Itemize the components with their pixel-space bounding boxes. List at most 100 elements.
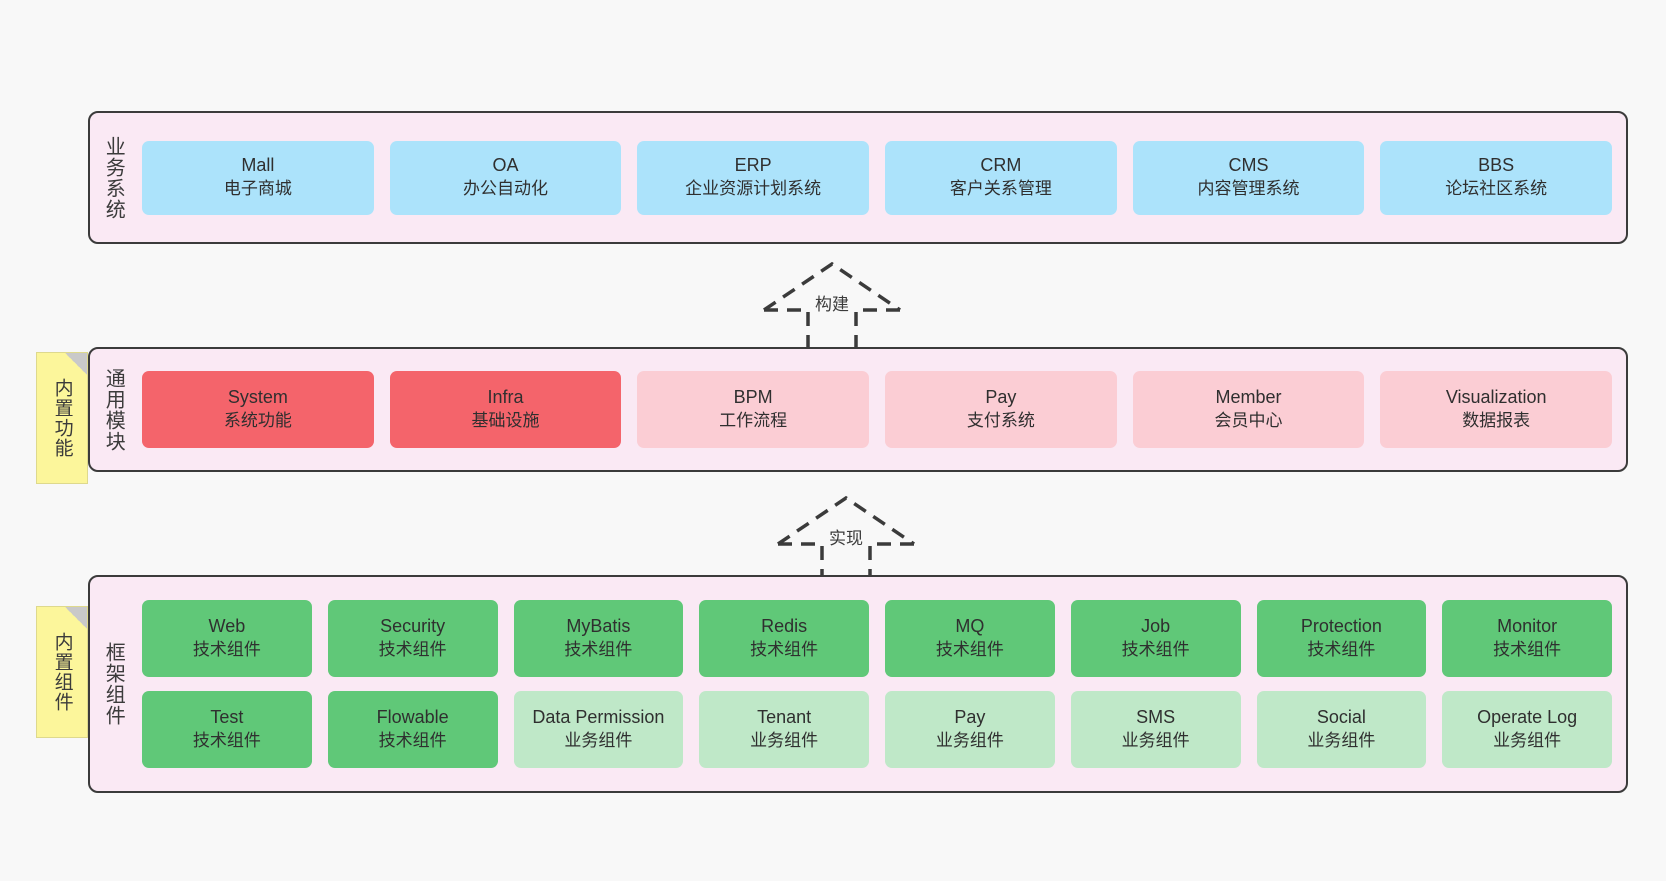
card-operate-log[interactable]: Operate Log 业务组件 (1442, 691, 1612, 768)
card-sms-subtitle: 业务组件 (1121, 731, 1190, 751)
card-mybatis-subtitle: 技术组件 (564, 640, 633, 660)
card-protection-title: Protection (1300, 616, 1382, 637)
card-oa[interactable]: OA 办公自动化 (389, 140, 622, 215)
card-social-title: Social (1316, 707, 1366, 728)
connector-implement: 实现 (766, 492, 926, 586)
card-sms-title: SMS (1136, 707, 1176, 728)
card-data-permission[interactable]: Data Permission 业务组件 (513, 691, 684, 768)
card-bbs-subtitle: 论坛社区系统 (1445, 179, 1548, 199)
common-module-row: System 系统功能 Infra 基础设施 BPM 工作流程 Pay 支付系统… (142, 371, 1613, 448)
card-security-subtitle: 技术组件 (378, 640, 447, 660)
connector-build: 构建 (752, 258, 912, 352)
note-builtin-features: 内置功能 (36, 352, 88, 484)
card-security[interactable]: Security 技术组件 (327, 600, 498, 677)
card-oa-title: OA (492, 155, 519, 176)
card-pay[interactable]: Pay 支付系统 (885, 371, 1117, 448)
card-tenant-subtitle: 业务组件 (750, 731, 819, 751)
card-bpm-title: BPM (733, 387, 773, 408)
card-mybatis-title: MyBatis (566, 616, 631, 637)
card-data-permission-subtitle: 业务组件 (564, 731, 633, 751)
card-erp[interactable]: ERP 企业资源计划系统 (637, 140, 870, 215)
card-redis[interactable]: Redis 技术组件 (699, 600, 869, 677)
layer-common-module: 通用模块 System 系统功能 Infra 基础设施 BPM 工作流程 Pay (88, 347, 1628, 472)
layer-framework-component: 框架组件 Web 技术组件 Security 技术组件 MyBatis 技术组件… (88, 575, 1628, 793)
card-web[interactable]: Web 技术组件 (142, 600, 312, 677)
card-crm[interactable]: CRM 客户关系管理 (885, 140, 1117, 215)
card-flowable-subtitle: 技术组件 (378, 731, 447, 751)
card-operate-log-subtitle: 业务组件 (1493, 731, 1562, 751)
card-bpm-subtitle: 工作流程 (719, 411, 788, 431)
card-mall[interactable]: Mall 电子商城 (142, 140, 374, 215)
card-infra-title: Infra (487, 387, 524, 408)
layer-body-common-module: System 系统功能 Infra 基础设施 BPM 工作流程 Pay 支付系统… (136, 349, 1626, 470)
card-pay-subtitle: 支付系统 (966, 411, 1035, 431)
note-fold-icon (65, 353, 87, 375)
card-cms-title: CMS (1228, 155, 1269, 176)
card-member-subtitle: 会员中心 (1214, 411, 1283, 431)
connector-implement-label: 实现 (826, 524, 866, 549)
card-data-permission-title: Data Permission (532, 707, 665, 728)
card-protection[interactable]: Protection 技术组件 (1256, 600, 1427, 677)
card-job[interactable]: Job 技术组件 (1070, 600, 1241, 677)
card-web-subtitle: 技术组件 (192, 640, 261, 660)
card-cms-subtitle: 内容管理系统 (1197, 179, 1300, 199)
card-monitor-subtitle: 技术组件 (1493, 640, 1562, 660)
card-job-subtitle: 技术组件 (1121, 640, 1190, 660)
business-system-row: Mall 电子商城 OA 办公自动化 ERP 企业资源计划系统 CRM 客户关系… (142, 140, 1613, 215)
card-crm-title: CRM (980, 155, 1022, 176)
card-mybatis[interactable]: MyBatis 技术组件 (513, 600, 684, 677)
connector-build-label: 构建 (812, 290, 852, 315)
card-redis-title: Redis (761, 616, 808, 637)
card-pay-component-title: Pay (954, 707, 986, 728)
card-cms[interactable]: CMS 内容管理系统 (1132, 140, 1365, 215)
layer-business-system: 业务系统 Mall 电子商城 OA 办公自动化 ERP 企业资源计划系统 CRM (88, 111, 1628, 244)
card-security-title: Security (380, 616, 446, 637)
card-pay-component-subtitle: 业务组件 (935, 731, 1004, 751)
card-pay-component[interactable]: Pay 业务组件 (885, 691, 1055, 768)
card-social-subtitle: 业务组件 (1307, 731, 1376, 751)
layer-body-business-system: Mall 电子商城 OA 办公自动化 ERP 企业资源计划系统 CRM 客户关系… (136, 113, 1626, 242)
card-web-title: Web (208, 616, 246, 637)
card-sms[interactable]: SMS 业务组件 (1070, 691, 1241, 768)
card-test-subtitle: 技术组件 (192, 731, 261, 751)
card-member-title: Member (1215, 387, 1282, 408)
card-oa-subtitle: 办公自动化 (463, 179, 548, 199)
layer-title-business-system: 业务系统 (102, 135, 125, 220)
layer-title-common-module: 通用模块 (102, 367, 125, 452)
card-erp-title: ERP (734, 155, 772, 176)
card-monitor-title: Monitor (1497, 616, 1558, 637)
card-tenant-title: Tenant (757, 707, 812, 728)
card-flowable[interactable]: Flowable 技术组件 (327, 691, 498, 768)
card-bbs[interactable]: BBS 论坛社区系统 (1380, 140, 1613, 215)
card-test[interactable]: Test 技术组件 (142, 691, 312, 768)
card-mall-title: Mall (241, 155, 275, 176)
framework-component-row-biz: Test 技术组件 Flowable 技术组件 Data Permission … (142, 691, 1612, 768)
layer-title-framework-component: 框架组件 (102, 642, 125, 726)
note-fold-icon (65, 607, 87, 629)
note-builtin-features-label: 内置功能 (51, 378, 73, 458)
card-crm-subtitle: 客户关系管理 (949, 179, 1052, 199)
card-social[interactable]: Social 业务组件 (1256, 691, 1427, 768)
card-mq[interactable]: MQ 技术组件 (885, 600, 1055, 677)
card-visualization-subtitle: 数据报表 (1462, 411, 1531, 431)
card-redis-subtitle: 技术组件 (750, 640, 819, 660)
card-visualization-title: Visualization (1445, 387, 1547, 408)
card-mall-subtitle: 电子商城 (223, 179, 292, 199)
card-operate-log-title: Operate Log (1477, 707, 1578, 728)
card-bpm[interactable]: BPM 工作流程 (637, 371, 870, 448)
framework-component-row-tech: Web 技术组件 Security 技术组件 MyBatis 技术组件 Redi… (142, 600, 1612, 677)
card-infra[interactable]: Infra 基础设施 (389, 371, 622, 448)
layer-body-framework-component: Web 技术组件 Security 技术组件 MyBatis 技术组件 Redi… (136, 577, 1626, 791)
card-protection-subtitle: 技术组件 (1307, 640, 1376, 660)
card-system[interactable]: System 系统功能 (142, 371, 374, 448)
card-member[interactable]: Member 会员中心 (1132, 371, 1365, 448)
card-monitor[interactable]: Monitor 技术组件 (1442, 600, 1612, 677)
note-builtin-components: 内置组件 (36, 606, 88, 738)
card-tenant[interactable]: Tenant 业务组件 (699, 691, 869, 768)
card-mq-title: MQ (955, 616, 985, 637)
card-system-title: System (227, 387, 288, 408)
card-pay-title: Pay (985, 387, 1017, 408)
card-mq-subtitle: 技术组件 (935, 640, 1004, 660)
card-visualization[interactable]: Visualization 数据报表 (1380, 371, 1613, 448)
